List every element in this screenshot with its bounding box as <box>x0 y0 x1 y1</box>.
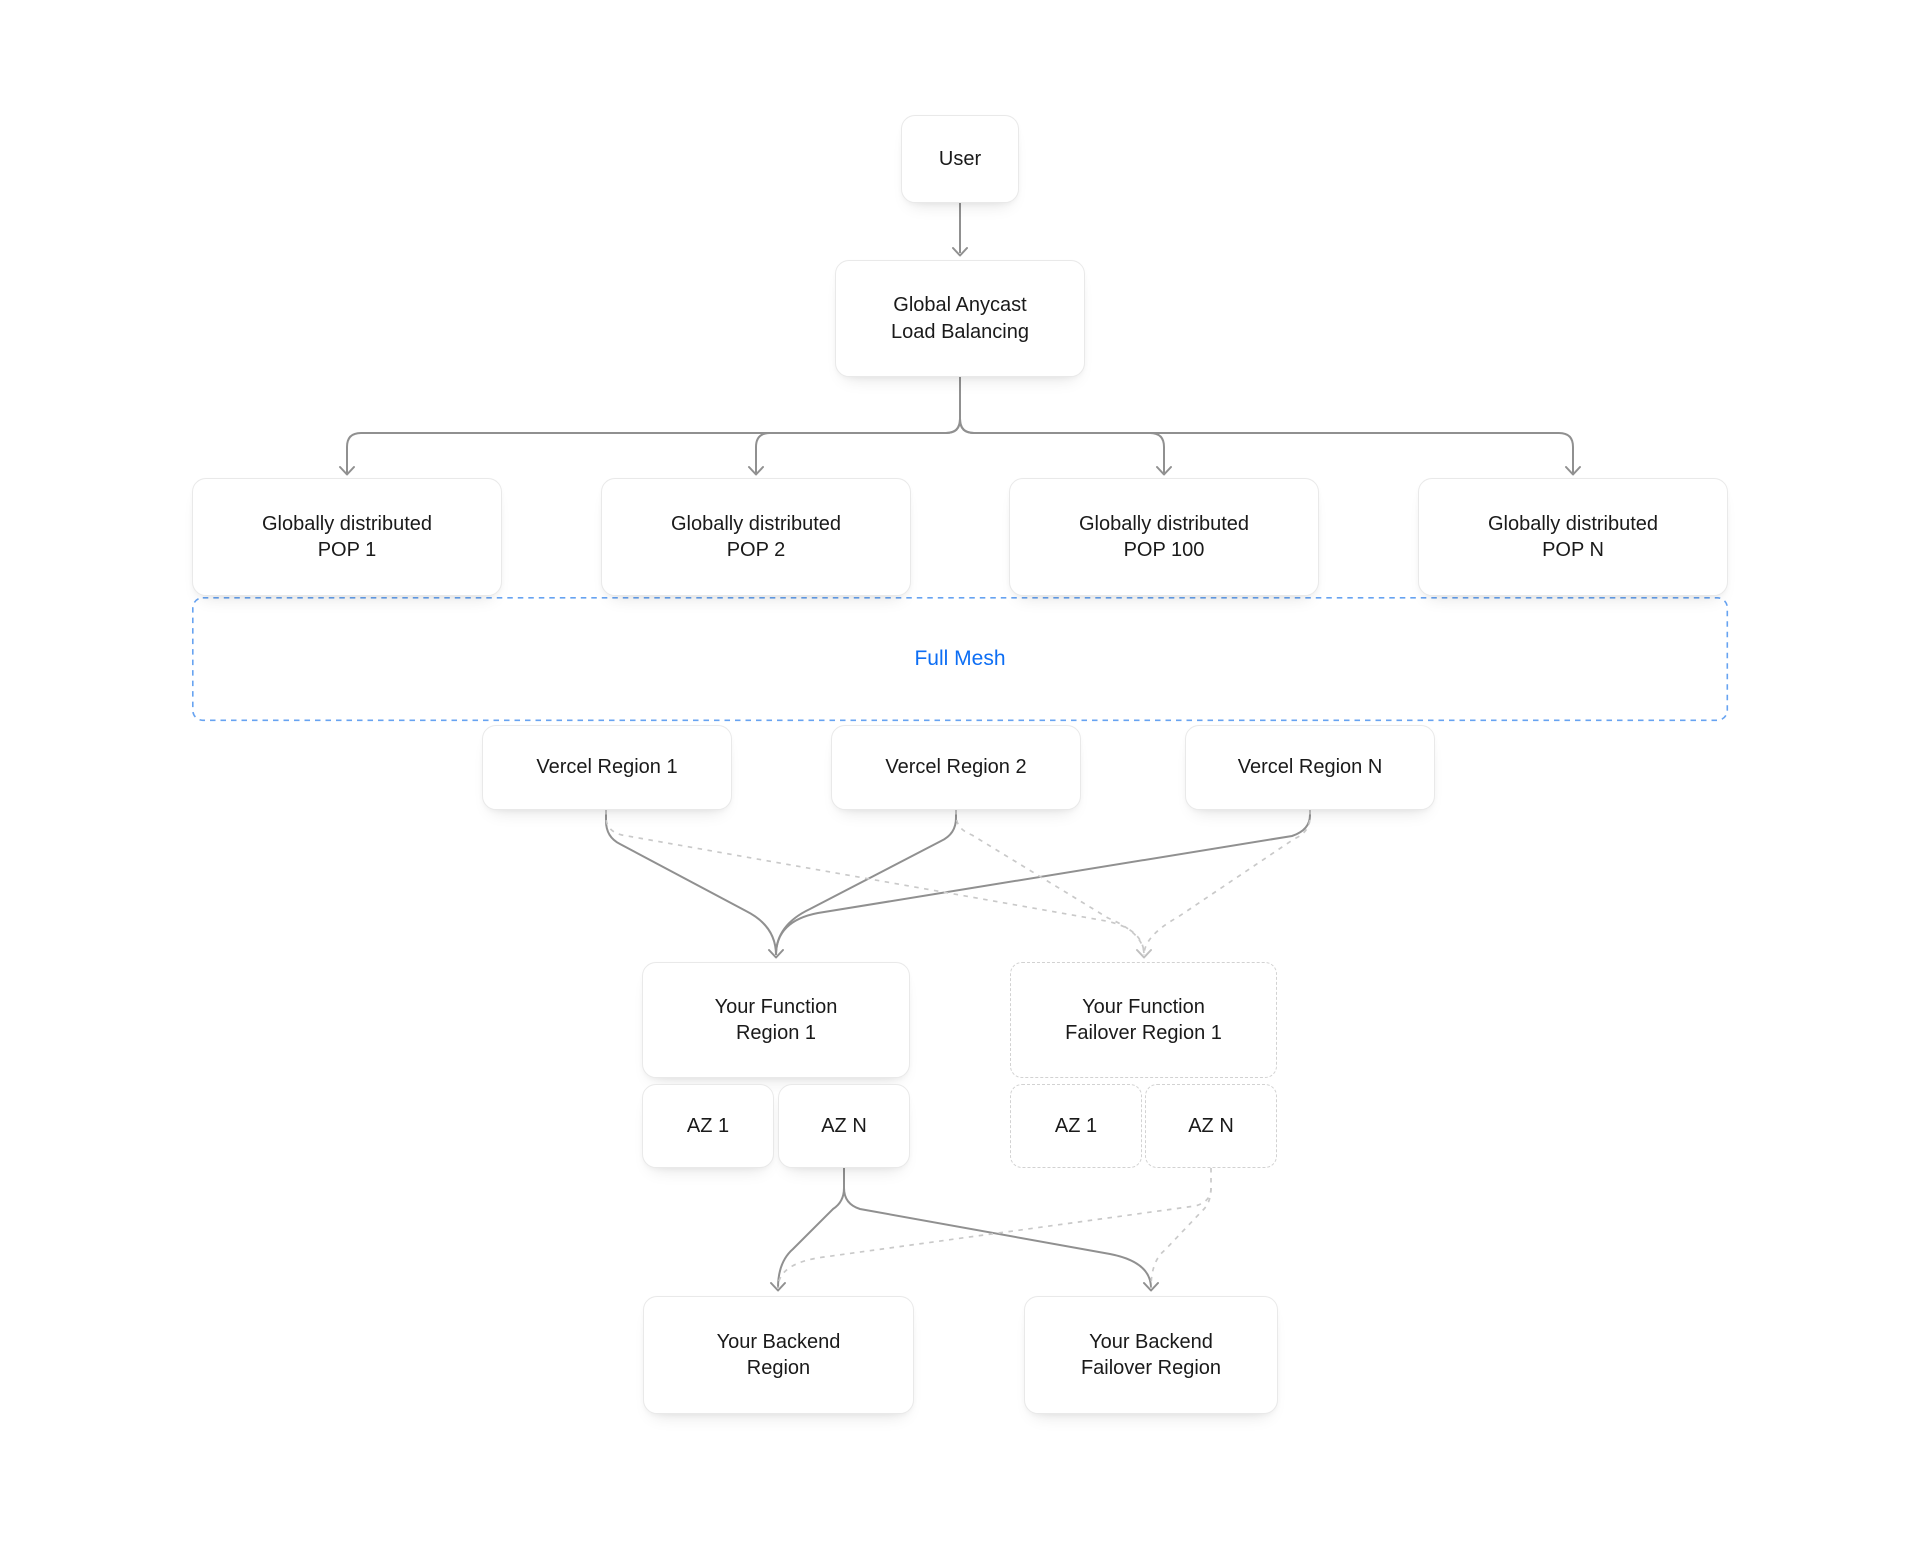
node-function-region-azn: AZ N <box>778 1084 910 1168</box>
node-pop100: Globally distributed POP 100 <box>1009 478 1319 596</box>
node-vercel-region-n: Vercel Region N <box>1185 725 1435 810</box>
arrowhead-pop2 <box>748 466 764 476</box>
arrowhead-failover-region <box>1136 949 1152 959</box>
arrowhead-popn <box>1565 466 1581 476</box>
arrowhead-pop1 <box>339 466 355 476</box>
node-function-region-1: Your Function Region 1 <box>642 962 910 1078</box>
full-mesh-label: Full Mesh <box>914 647 1006 670</box>
edge-vr2-to-failover-region <box>955 810 1145 956</box>
node-backend-region: Your Backend Region <box>643 1296 914 1414</box>
edge-rail-to-pop1 <box>346 418 961 474</box>
node-user: User <box>901 115 1019 203</box>
node-failover-az1: AZ 1 <box>1010 1084 1142 1168</box>
node-failover-azn: AZ N <box>1145 1084 1277 1168</box>
edge-vr1-to-failover-region <box>605 810 1145 956</box>
edge-failover-azn-to-backend-failover <box>1150 1187 1212 1289</box>
edge-azn-to-backend <box>777 1168 845 1289</box>
node-pop1: Globally distributed POP 1 <box>192 478 502 596</box>
node-load-balancer: Global Anycast Load Balancing <box>835 260 1085 377</box>
arrowhead-function-region <box>768 949 784 959</box>
node-vercel-region-2: Vercel Region 2 <box>831 725 1081 810</box>
node-backend-failover-region: Your Backend Failover Region <box>1024 1296 1278 1414</box>
node-function-region-az1: AZ 1 <box>642 1084 774 1168</box>
arrowhead-load-balancer <box>952 247 968 257</box>
edge-vr2-to-function-region <box>775 810 957 956</box>
node-function-failover-region-1: Your Function Failover Region 1 <box>1010 962 1277 1078</box>
edge-rail-to-pop2 <box>755 418 961 474</box>
edge-vr1-to-function-region <box>605 810 777 956</box>
node-vercel-region-1: Vercel Region 1 <box>482 725 732 810</box>
arrowhead-backend-region <box>770 1282 786 1292</box>
arrowhead-backend-failover-region <box>1143 1282 1159 1292</box>
full-mesh-frame <box>192 596 1729 722</box>
node-popn: Globally distributed POP N <box>1418 478 1728 596</box>
edge-rail-to-pop100 <box>959 418 1165 474</box>
edge-azn-to-backend-failover <box>843 1187 1152 1289</box>
edge-failover-azn-to-backend <box>777 1168 1212 1289</box>
edge-rail-to-popn <box>959 418 1574 474</box>
node-pop2: Globally distributed POP 2 <box>601 478 911 596</box>
edge-vrn-to-failover-region <box>1143 810 1311 956</box>
arrowhead-pop100 <box>1156 466 1172 476</box>
